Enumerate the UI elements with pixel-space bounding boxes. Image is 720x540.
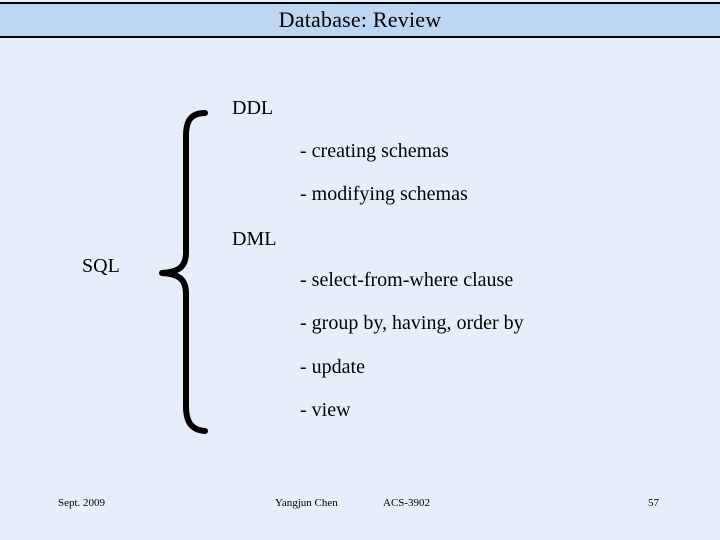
dml-item-select-from-where: - select-from-where clause — [300, 269, 514, 291]
footer-author: Yangjun Chen — [275, 497, 338, 509]
footer-date: Sept. 2009 — [58, 497, 106, 509]
dml-item-view: - view — [300, 399, 351, 421]
dml-item-update: - update — [300, 356, 365, 378]
dml-group-label: DML — [232, 228, 277, 250]
left-curly-brace-icon — [159, 110, 208, 434]
dml-item-group-by-having-order-by: - group by, having, order by — [300, 312, 524, 334]
sql-group-label: SQL — [82, 255, 120, 277]
page-title: Database: Review — [278, 7, 442, 32]
footer-course-code: ACS-3902 — [383, 497, 431, 509]
ddl-item-creating-schemas: - creating schemas — [300, 140, 449, 162]
footer-page-number: 57 — [648, 497, 659, 509]
ddl-group-label: DDL — [232, 97, 274, 119]
slide-title-bar: Database: Review — [0, 2, 720, 38]
ddl-item-modifying-schemas: - modifying schemas — [300, 183, 468, 205]
